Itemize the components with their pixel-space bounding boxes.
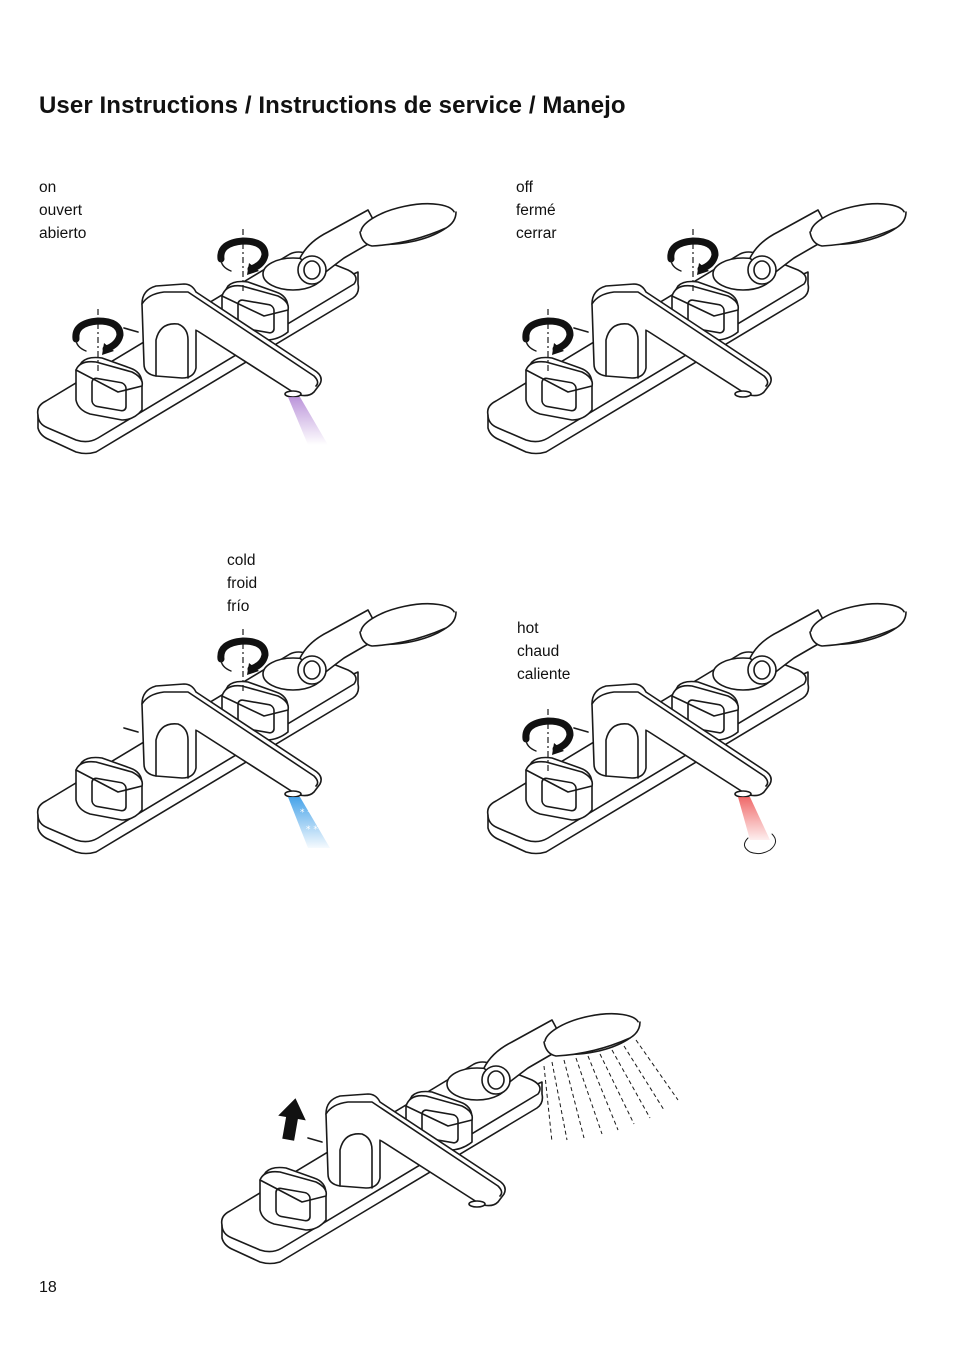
svg-text:* *: * * (306, 825, 318, 835)
steam-icon (744, 833, 776, 855)
water-stream-hot (738, 797, 770, 840)
faucet-cold-illustration: * * * * (36, 595, 460, 855)
label-on: on ouvert abierto (39, 179, 87, 242)
label-cold: cold froid frío (227, 552, 258, 615)
faucet-hot-illustration (486, 595, 910, 855)
page-number: 18 (39, 1279, 57, 1296)
arrow-up-icon (278, 1098, 306, 1141)
shower-spray (543, 1039, 679, 1143)
label-hot: hot chaud caliente (517, 620, 571, 683)
page-title: User Instructions / Instructions de serv… (39, 92, 626, 119)
water-stream-cold (288, 797, 330, 848)
water-stream-mixed (288, 397, 328, 445)
label-off: off fermé cerrar (516, 179, 557, 242)
faucet-on-illustration (36, 195, 460, 455)
faucet-off-illustration (486, 195, 910, 455)
svg-text:* *: * * (300, 808, 312, 818)
faucet-shower-illustration (220, 1005, 679, 1265)
